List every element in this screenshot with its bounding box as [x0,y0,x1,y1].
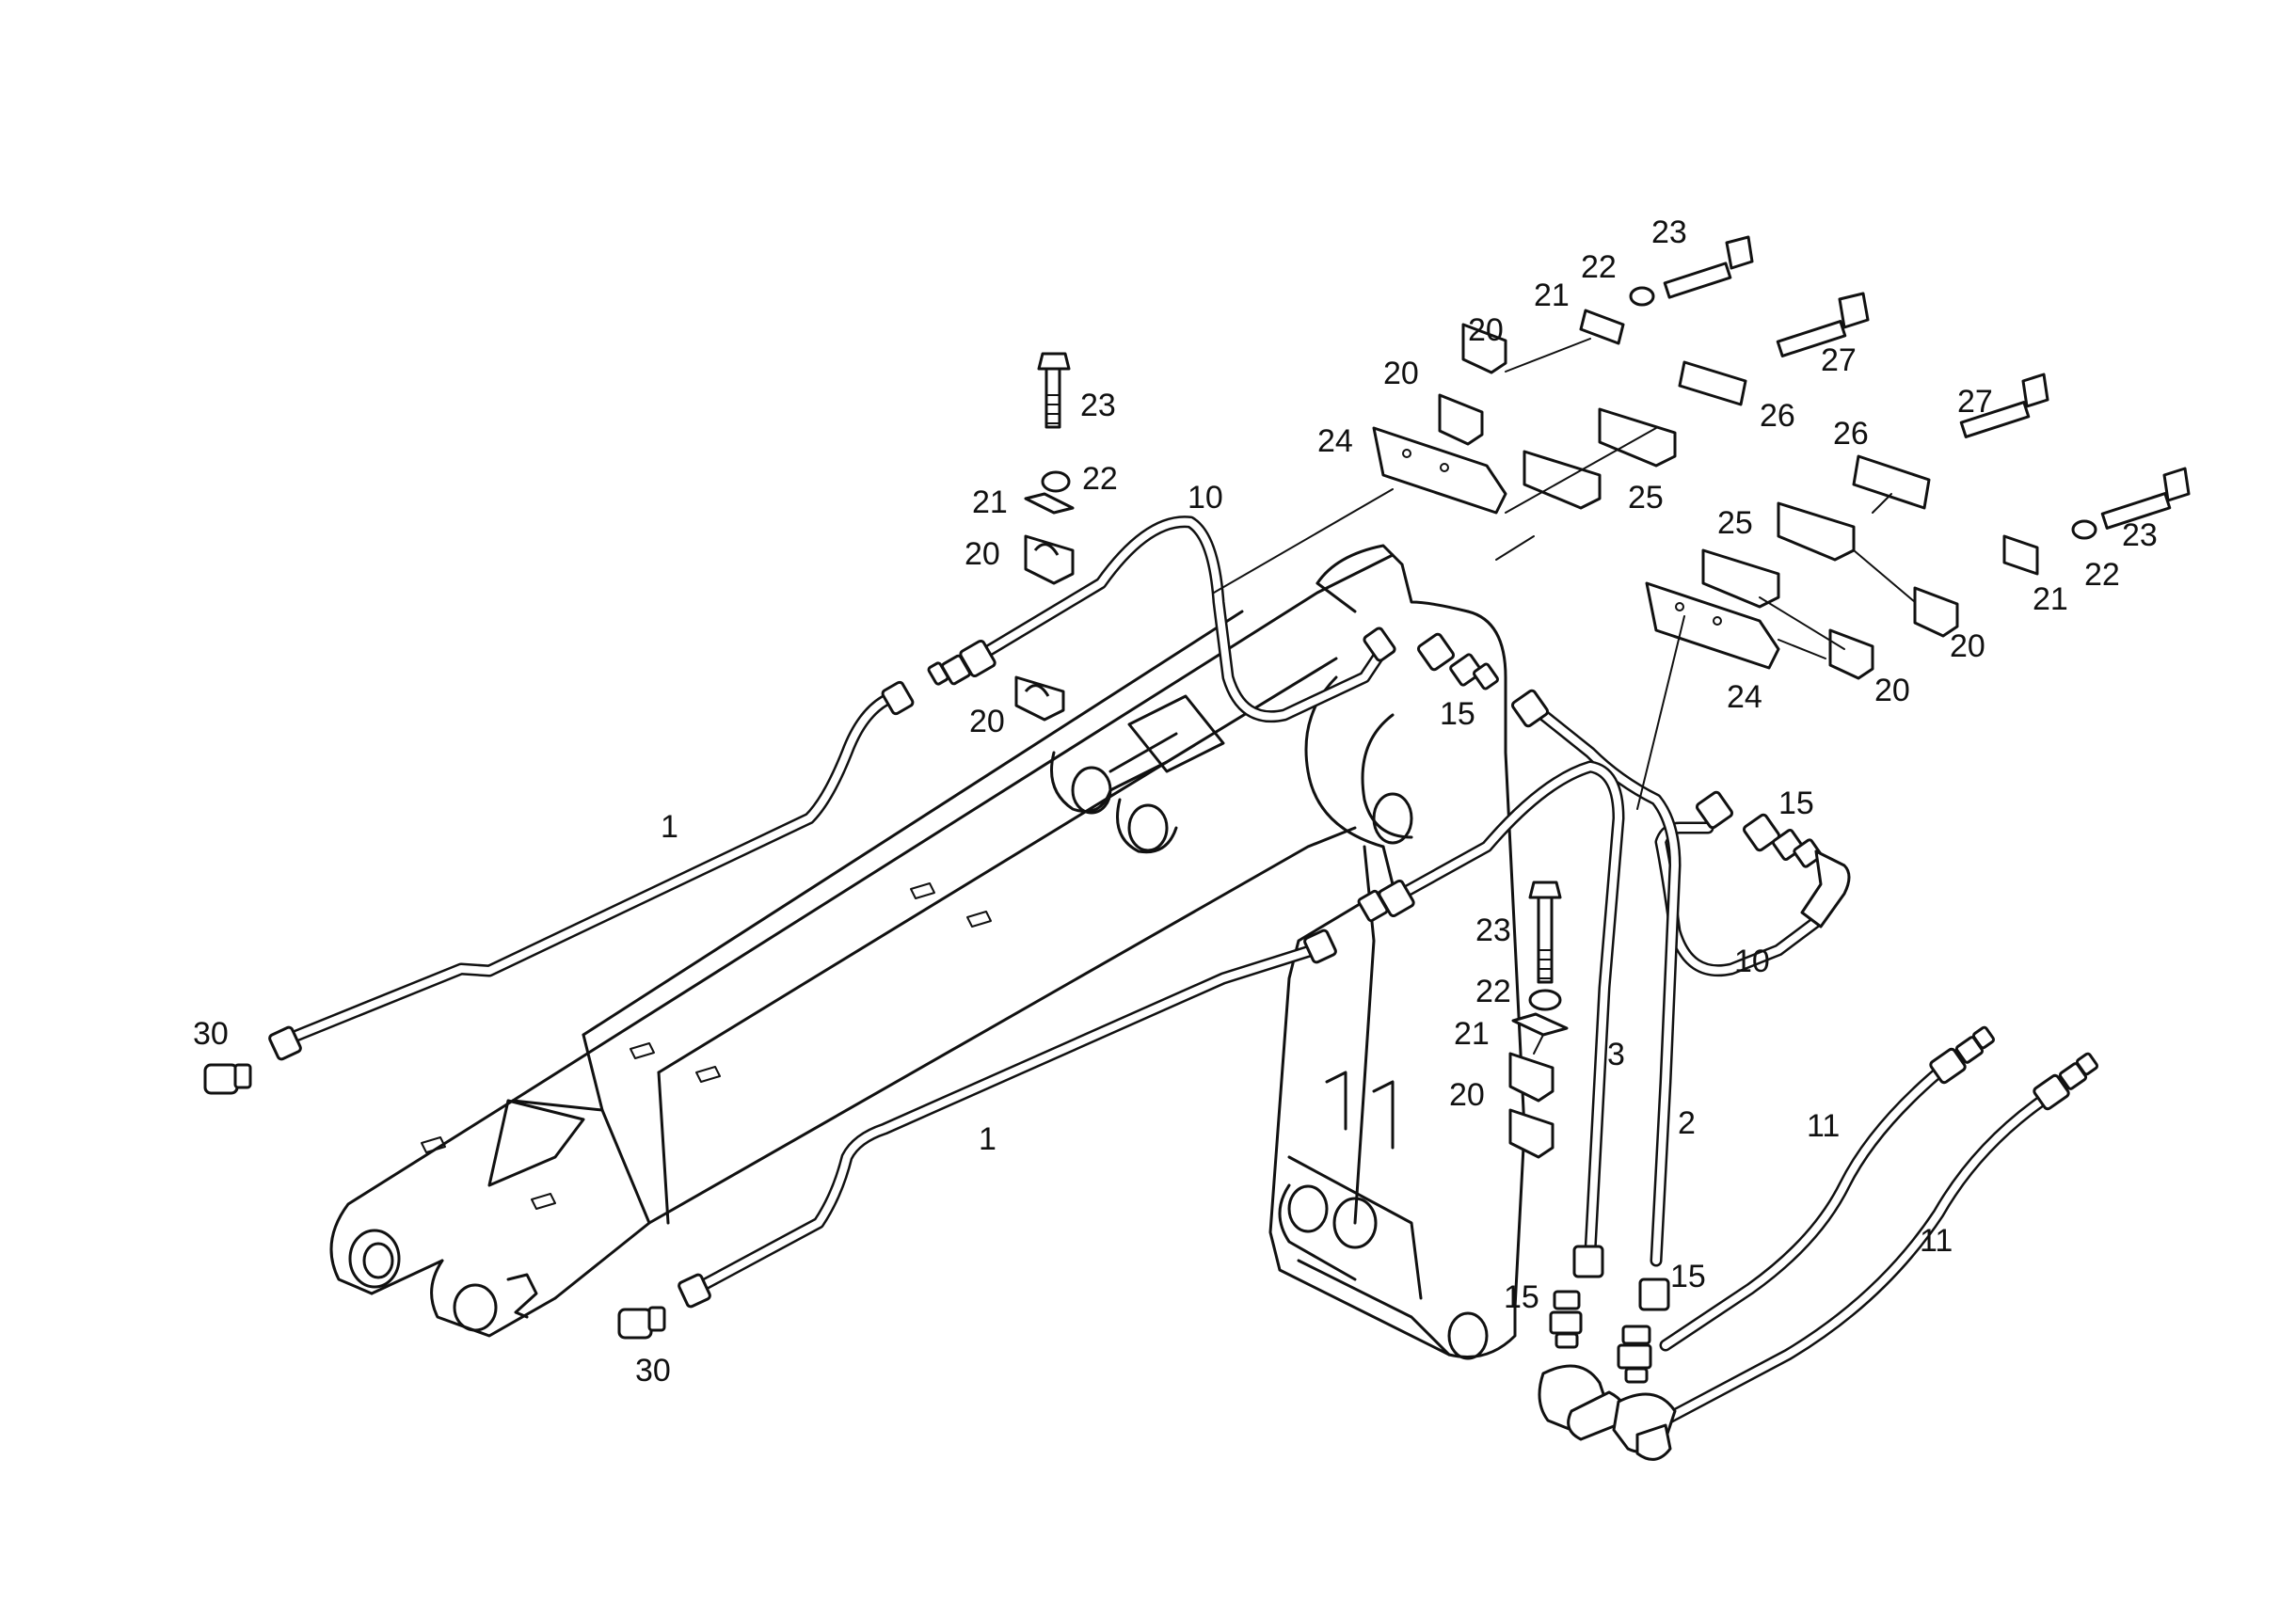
callout-27-a: 27 [1821,342,1857,378]
clamp-set-left [1014,352,1075,722]
boom-foot-upright [1268,544,1526,1360]
callout-10-upper: 10 [1188,480,1223,516]
callout-23-a: 23 [1080,388,1116,423]
callout-1-upper: 1 [661,809,678,845]
callout-15-c: 15 [1504,1279,1539,1315]
plug-30-parts [203,1063,666,1340]
callout-21-c: 21 [2033,581,2068,617]
fitting-nuts [268,627,2099,1461]
callout-labels: 1 1 2 3 10 10 11 11 15 15 15 15 20 20 20… [193,214,2158,1389]
callout-30-a: 30 [193,1016,229,1052]
callout-11-upper: 11 [1807,1108,1840,1144]
callout-2: 2 [1678,1105,1696,1141]
pipe-1-upper [280,694,891,1046]
callout-22-d: 22 [1475,974,1511,1009]
callout-3: 3 [1607,1037,1625,1072]
callout-24-b: 24 [1727,679,1762,715]
boom-arm [329,553,1395,1338]
callout-23-c: 23 [2122,517,2158,553]
callout-20-g: 20 [1449,1077,1485,1113]
callout-1-lower: 1 [979,1121,997,1157]
callout-26-b: 26 [1833,416,1869,452]
callout-26-a: 26 [1760,398,1795,434]
callout-25-a: 25 [1628,480,1664,516]
pipe-10-upper [972,516,1390,723]
leader-lines [1213,338,1916,1055]
callout-30-b: 30 [635,1353,671,1389]
callout-21-b: 21 [1534,278,1570,313]
clamp-set-top [1372,235,1870,515]
callout-15-b: 15 [1778,786,1814,821]
callout-11-lower: 11 [1920,1223,1953,1259]
callout-22-c: 22 [2084,557,2120,593]
pipe-1-lower [690,944,1319,1295]
callout-20-f: 20 [1874,673,1910,708]
clamp-set-center [1508,881,1569,1159]
callout-15-a: 15 [1440,696,1475,732]
callout-20-d: 20 [1468,312,1504,348]
clamp-set-right [1645,373,2191,680]
hose-11-upper [1659,1066,1945,1352]
callout-22-a: 22 [1082,461,1118,497]
callout-21-d: 21 [1454,1016,1490,1052]
callout-10-lower: 10 [1734,944,1770,979]
callout-25-b: 25 [1717,505,1753,541]
callout-20-b: 20 [969,704,1005,739]
callout-27-b: 27 [1957,384,1993,420]
callout-21-a: 21 [972,484,1008,520]
callout-20-c: 20 [1383,356,1419,391]
callout-20-a: 20 [965,536,1000,572]
callout-23-d: 23 [1475,913,1511,948]
callout-20-e: 20 [1950,628,1985,664]
hose-11-lower [1631,1094,2049,1441]
pipe-3 [1395,760,1625,1258]
callout-24-a: 24 [1317,423,1353,459]
callout-15-d: 15 [1670,1259,1706,1294]
callout-22-b: 22 [1581,249,1617,285]
callout-23-b: 23 [1651,214,1687,250]
